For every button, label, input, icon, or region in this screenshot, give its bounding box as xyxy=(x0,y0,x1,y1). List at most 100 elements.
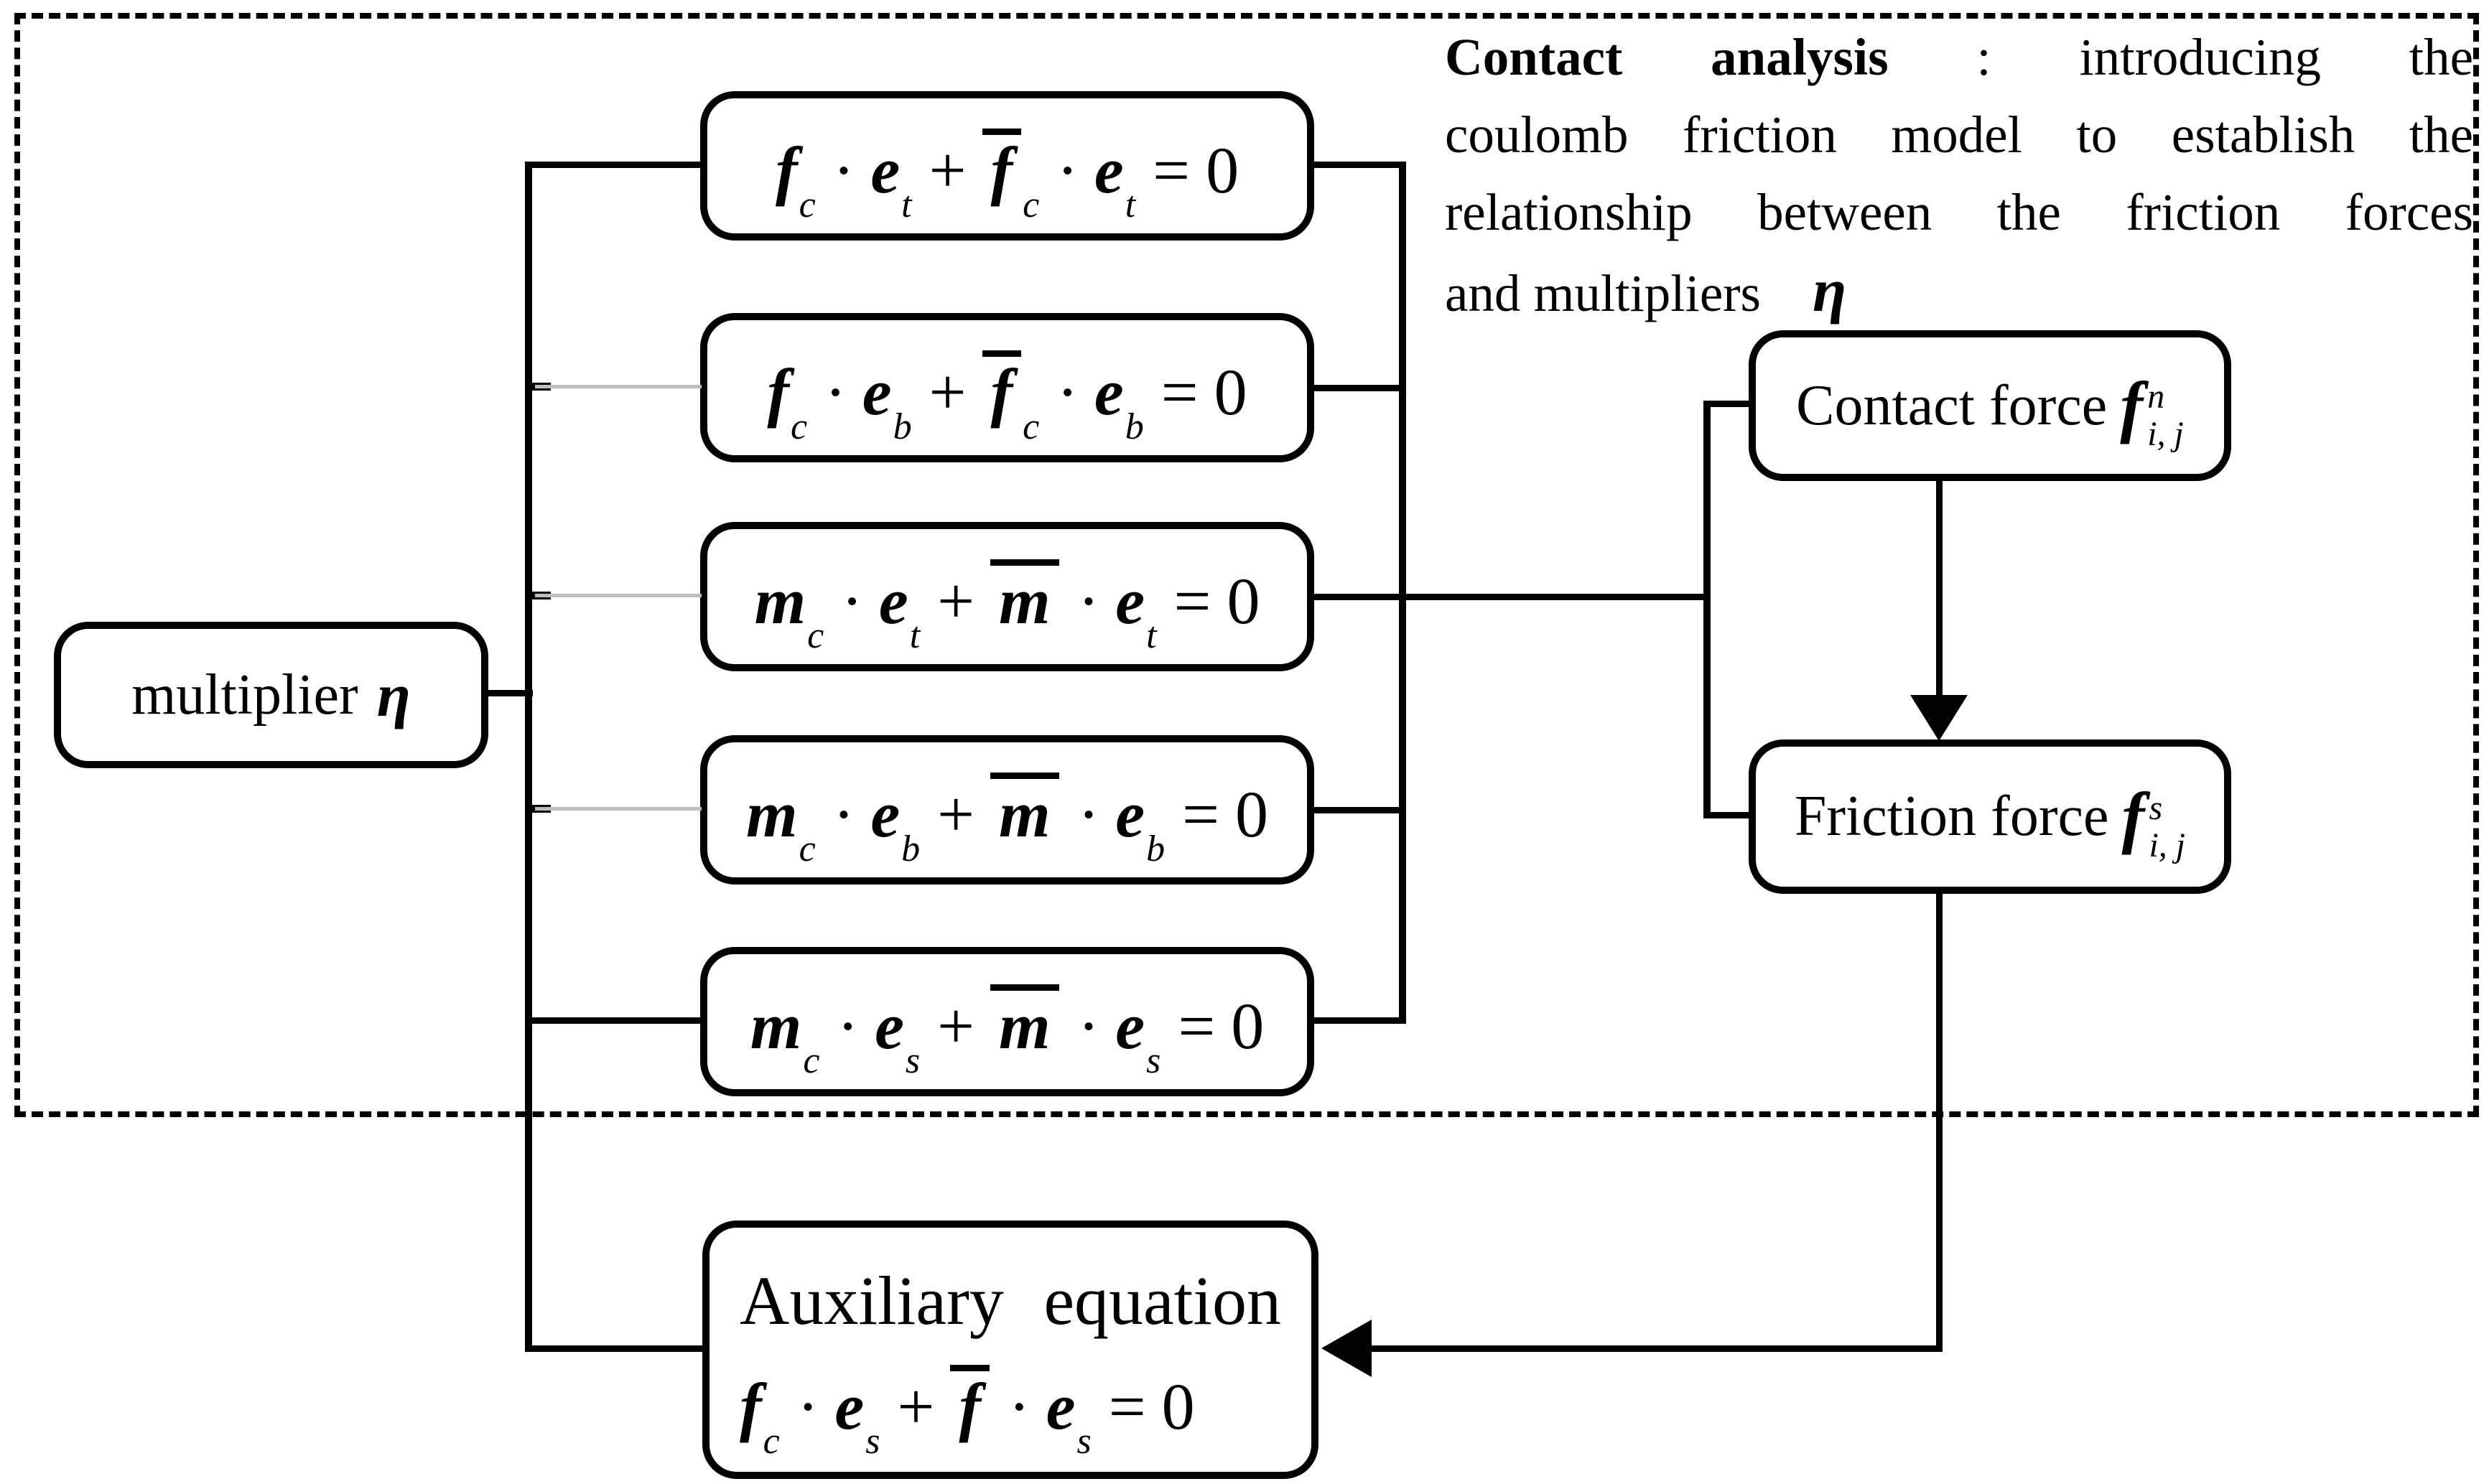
auxiliary-equation-title: Auxiliary equation xyxy=(740,1261,1281,1339)
sub-s: s xyxy=(905,1040,921,1081)
var-e: e xyxy=(1094,355,1124,429)
branch-line-5 xyxy=(525,1017,703,1024)
sub-b: b xyxy=(1125,406,1144,447)
dot-operator: · xyxy=(841,564,863,638)
dot-operator: · xyxy=(796,1369,819,1443)
f-superscript-subscript: n i, j xyxy=(2147,378,2184,453)
var-f: f xyxy=(2121,778,2145,855)
var-e: e xyxy=(875,989,904,1063)
var-f: f xyxy=(740,1369,762,1443)
sub-c: c xyxy=(807,615,824,656)
multiplier-label: multiplier xyxy=(131,663,358,727)
auxiliary-equation: fc·es+f·es=0 xyxy=(740,1364,1281,1460)
feed-line xyxy=(1406,594,1711,600)
right-bus-line xyxy=(1399,162,1406,1024)
gray-branch-line-3 xyxy=(535,594,702,597)
dot-operator: · xyxy=(832,134,855,207)
left-bus-line xyxy=(525,162,532,1352)
eta-symbol: η xyxy=(1812,256,1847,325)
var-f-bar: f xyxy=(982,129,1022,203)
equation-box-5: mc·es+m·es=0 xyxy=(700,947,1314,1096)
friction-to-aux-vline xyxy=(1936,892,1943,1352)
arrowhead-left-icon xyxy=(1321,1320,1372,1377)
note-title: Contact analysis xyxy=(1445,28,1889,86)
equation-box-4: mc·eb+m·eb=0 xyxy=(700,735,1314,885)
subscript-ij: i, j xyxy=(2149,826,2186,864)
sub-s: s xyxy=(1146,1040,1161,1081)
sub-c: c xyxy=(799,829,816,869)
friction-stub-line xyxy=(1711,812,1751,818)
friction-to-aux-hline xyxy=(1364,1345,1943,1352)
zero: 0 xyxy=(1214,355,1247,429)
equals-operator: = xyxy=(1108,1369,1146,1443)
var-m: m xyxy=(750,989,802,1063)
var-e: e xyxy=(834,1369,865,1443)
right-connector-3 xyxy=(1311,594,1402,600)
note-line-1: Contact analysis : introducing the xyxy=(1445,19,2473,96)
sub-c: c xyxy=(791,406,808,447)
sub-t: t xyxy=(909,615,921,656)
dot-operator: · xyxy=(832,778,855,851)
dot-operator: · xyxy=(1008,1369,1031,1443)
var-f-bar: f xyxy=(950,1364,990,1439)
var-e: e xyxy=(862,355,892,429)
var-e: e xyxy=(1115,564,1145,638)
plus-operator: + xyxy=(937,989,975,1063)
equation-5: mc·es+m·es=0 xyxy=(750,984,1264,1080)
dot-operator: · xyxy=(1056,134,1079,207)
zero: 0 xyxy=(1231,989,1265,1063)
plus-operator: + xyxy=(929,134,967,207)
var-m-bar: m xyxy=(990,984,1059,1059)
note-line-4-text: and multipliers xyxy=(1445,264,1761,322)
f-superscript-subscript: s i, j xyxy=(2149,788,2186,864)
split-bus-line xyxy=(1703,401,1711,818)
var-e: e xyxy=(1115,989,1145,1063)
zero: 0 xyxy=(1161,1369,1195,1443)
sub-b: b xyxy=(901,829,921,869)
branch-line-1 xyxy=(525,162,703,168)
dot-operator: · xyxy=(1077,564,1100,638)
superscript-s: s xyxy=(2149,788,2163,827)
plus-operator: + xyxy=(937,564,975,638)
contact-analysis-note: Contact analysis : introducing the coulo… xyxy=(1445,19,2473,332)
gray-branch-line-4 xyxy=(535,807,702,811)
contact-to-friction-line xyxy=(1936,480,1943,701)
var-m-bar: m xyxy=(990,559,1059,634)
equation-3: mc·et+m·et=0 xyxy=(755,559,1260,655)
right-connector-5 xyxy=(1311,1017,1406,1024)
eta-symbol: η xyxy=(376,661,411,729)
zero: 0 xyxy=(1234,778,1268,851)
var-m: m xyxy=(754,564,806,638)
equation-4: mc·eb+m·eb=0 xyxy=(746,773,1268,868)
dashed-border xyxy=(14,13,2479,1117)
gray-branch-line-2 xyxy=(535,385,702,388)
sub-t: t xyxy=(901,185,912,225)
var-e: e xyxy=(878,564,908,638)
var-f: f xyxy=(2120,367,2144,444)
branch-line-aux xyxy=(525,1345,705,1352)
sub-c: c xyxy=(763,1420,780,1462)
right-connector-4 xyxy=(1311,807,1402,813)
plus-operator: + xyxy=(897,1369,935,1443)
plus-operator: + xyxy=(929,355,967,429)
sub-t: t xyxy=(1125,185,1136,225)
dot-operator: · xyxy=(1077,778,1100,851)
friction-force-label: Friction force xyxy=(1794,785,2109,848)
right-connector-2 xyxy=(1311,385,1402,391)
note-line-1-rest: : introducing the xyxy=(1888,28,2473,86)
var-m-bar: m xyxy=(990,773,1059,847)
var-f: f xyxy=(767,355,790,429)
contact-force-box: Contact force f n i, j xyxy=(1749,330,2231,481)
dot-operator: · xyxy=(824,355,847,429)
equals-operator: = xyxy=(1178,989,1216,1063)
superscript-n: n xyxy=(2147,378,2165,416)
contact-stub-line xyxy=(1711,401,1751,407)
zero: 0 xyxy=(1227,564,1260,638)
plus-operator: + xyxy=(937,778,975,851)
sub-b: b xyxy=(893,406,912,447)
sub-c: c xyxy=(803,1040,820,1081)
